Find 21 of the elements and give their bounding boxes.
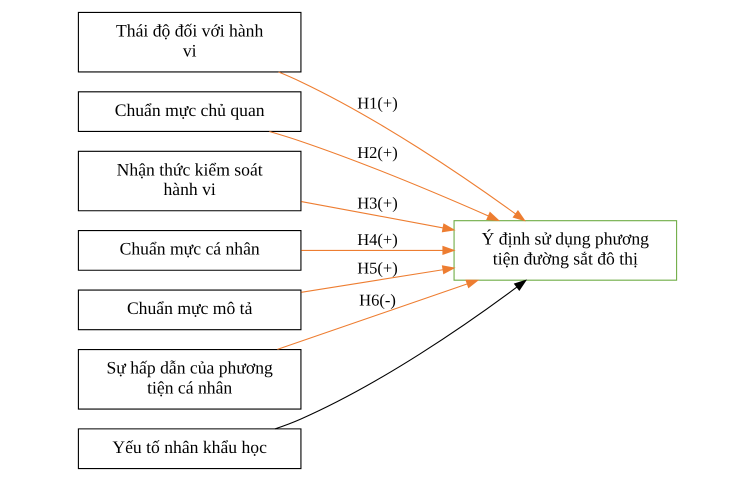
arrow — [268, 130, 500, 222]
arrow — [278, 72, 526, 222]
arrow — [300, 265, 456, 293]
edge-label: H2(+) — [356, 142, 398, 162]
edge-label: H4(+) — [356, 230, 398, 249]
node-box: Chuẩn mực chủ quan — [77, 91, 301, 132]
edge-label: H6(-) — [358, 290, 396, 310]
arrow — [300, 246, 456, 256]
node-box: Thái độ đối với hành vi — [77, 12, 301, 72]
arrow — [300, 201, 456, 232]
node-box: Chuẩn mực mô tả — [77, 290, 301, 330]
edge-label: H3(+) — [356, 194, 398, 213]
edge-label: H1(+) — [356, 93, 398, 112]
arrow — [276, 280, 479, 350]
edge-label: H5(+) — [356, 258, 398, 278]
node-box: Chuẩn mực cá nhân — [77, 230, 301, 271]
node-box: Sự hấp dẫn của phương tiện cá nhân — [77, 349, 301, 410]
node-box: Ý định sử dụng phương tiện đường sắt đô thị — [453, 220, 677, 281]
arrow — [274, 279, 527, 430]
node-box: Yếu tố nhân khẩu học — [77, 428, 301, 470]
node-box: Nhận thức kiểm soát hành vi — [77, 150, 301, 212]
